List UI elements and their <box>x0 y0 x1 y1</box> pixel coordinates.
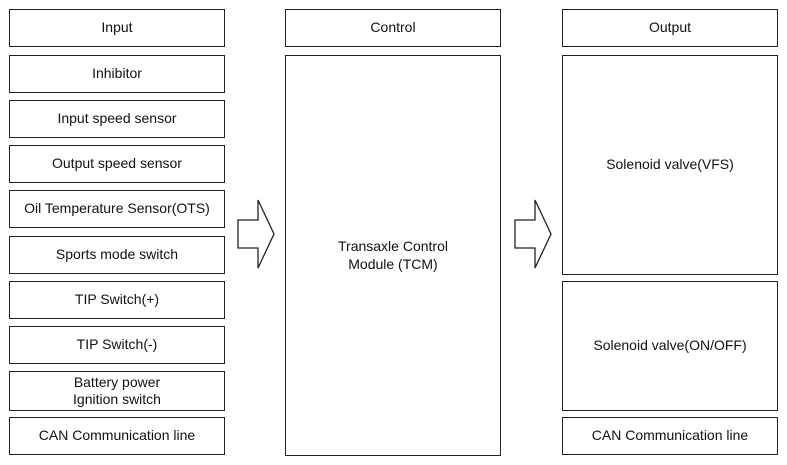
input-tip-switch-plus: TIP Switch(+) <box>9 281 225 319</box>
output-solenoid-valve-vfs: Solenoid valve(VFS) <box>562 55 778 275</box>
tcm-module: Transaxle Control Module (TCM) <box>285 55 501 456</box>
output-solenoid-valve-on-off: Solenoid valve(ON/OFF) <box>562 281 778 411</box>
input-oil-temperature-sensor: Oil Temperature Sensor(OTS) <box>9 190 225 228</box>
input-output-speed-sensor: Output speed sensor <box>9 145 225 183</box>
input-battery-ignition: Battery power Ignition switch <box>9 371 225 411</box>
input-header: Input <box>9 9 225 47</box>
input-inhibitor: Inhibitor <box>9 55 225 93</box>
control-header: Control <box>285 9 501 47</box>
input-input-speed-sensor: Input speed sensor <box>9 100 225 138</box>
input-can-communication-line: CAN Communication line <box>9 417 225 455</box>
arrow-right-icon <box>514 199 552 269</box>
input-sports-mode-switch: Sports mode switch <box>9 236 225 274</box>
input-tip-switch-minus: TIP Switch(-) <box>9 326 225 364</box>
arrow-right-icon <box>237 199 275 269</box>
output-can-communication-line: CAN Communication line <box>562 417 778 455</box>
output-header: Output <box>562 9 778 47</box>
